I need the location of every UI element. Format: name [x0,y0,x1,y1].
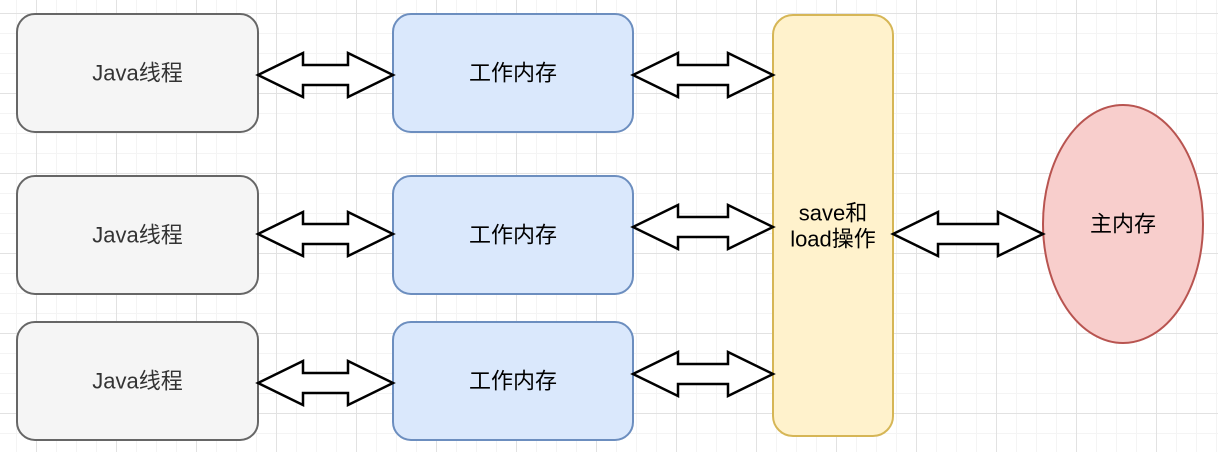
java-thread-node-1: Java线程 [16,13,259,133]
working-memory-label: 工作内存 [469,223,557,248]
save-load-label-line2: load操作 [790,227,876,252]
bidirectional-arrow-working1-saveload [630,50,776,100]
connectors [255,50,1046,408]
bidirectional-arrow-thread2-working2 [255,209,396,259]
working-memory-node-3: 工作内存 [392,321,634,441]
java-thread-node-3: Java线程 [16,321,259,441]
working-memory-node-1: 工作内存 [392,13,634,133]
bidirectional-arrow-working3-saveload [630,349,776,399]
save-load-box [772,14,894,437]
java-thread-label: Java线程 [92,223,182,248]
java-thread-node-2: Java线程 [16,175,259,295]
bidirectional-arrow-thread1-working1 [255,50,396,100]
save-load-node: save和 load操作 [772,14,894,437]
working-memory-node-2: 工作内存 [392,175,634,295]
java-thread-box [16,13,259,133]
working-memory-box [392,321,634,441]
working-memory-label: 工作内存 [469,369,557,394]
main-memory-node: 主内存 [1042,104,1204,344]
bidirectional-arrow-working2-saveload [630,202,776,252]
java-thread-box [16,321,259,441]
main-memory-ellipse [1042,104,1204,344]
bidirectional-arrow-thread3-working3 [255,358,396,408]
working-memory-label: 工作内存 [469,61,557,86]
working-memory-box [392,13,634,133]
save-load-label-line1: save和 [799,201,867,226]
bidirectional-arrow-saveload-mainmemory [890,209,1046,259]
java-thread-label: Java线程 [92,369,182,394]
java-thread-label: Java线程 [92,61,182,86]
main-memory-label: 主内存 [1090,212,1156,237]
